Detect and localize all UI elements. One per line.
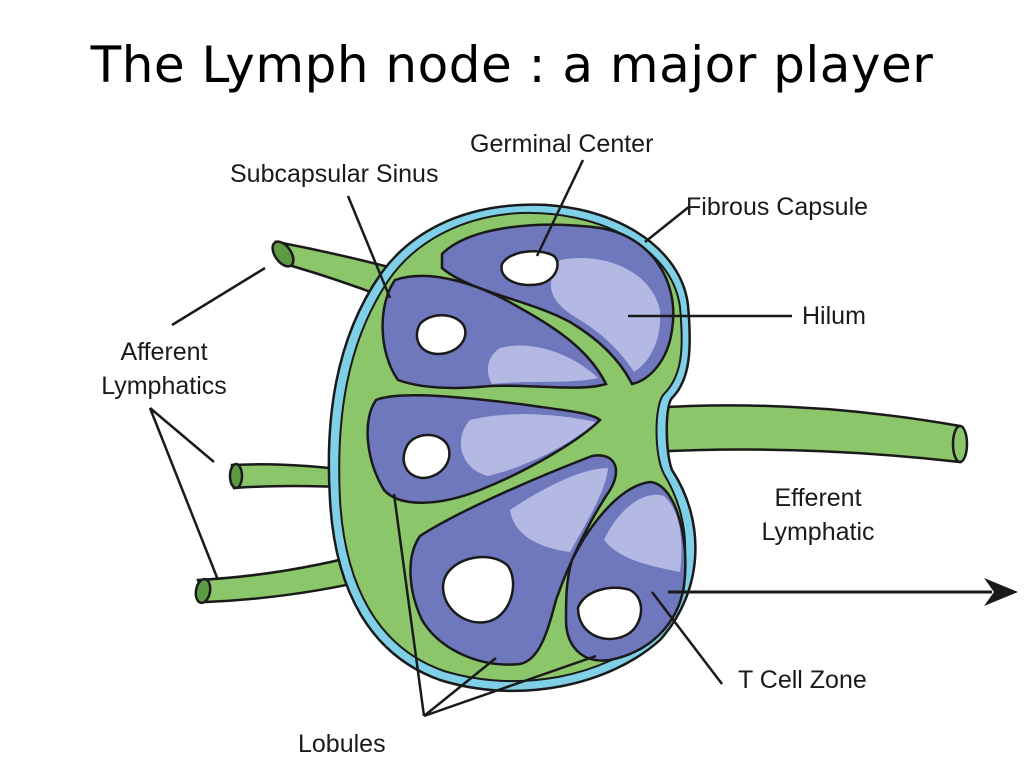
germinal-center-1: [500, 250, 559, 287]
label-afferent-line1: Afferent: [120, 338, 207, 366]
lobule-upper-left: [381, 274, 608, 390]
leader-subcapsular-sinus: [346, 195, 392, 299]
label-afferent-line2: Lymphatics: [101, 372, 227, 400]
label-subcapsular-sinus: Subcapsular Sinus: [230, 160, 438, 188]
germinal-center-5: [576, 586, 643, 641]
lobule-bottom-right: [564, 480, 687, 662]
lobule-middle-left: [366, 394, 602, 504]
leader-afferent-bottom: [148, 407, 220, 581]
lobule-top: [440, 223, 675, 386]
label-germinal-center: Germinal Center: [470, 130, 653, 158]
leader-afferent-top: [171, 266, 266, 327]
slide-title: The Lymph node : a major player: [90, 36, 934, 94]
arrowhead-icon: [984, 578, 1018, 606]
label-efferent-line1: Efferent: [774, 484, 861, 512]
germinal-center-3: [402, 433, 451, 480]
leader-afferent-middle: [149, 407, 215, 463]
label-hilum: Hilum: [802, 302, 866, 330]
label-efferent-line2: Lymphatic: [761, 518, 874, 546]
label-fibrous-capsule: Fibrous Capsule: [686, 193, 868, 221]
leader-fibrous-capsule: [644, 205, 691, 243]
leader-germinal-center: [535, 159, 585, 257]
efferent-arrow: [668, 578, 1018, 606]
leader-lobules-3: [423, 654, 597, 718]
germinal-center-4: [441, 555, 515, 624]
leader-lobules-2: [423, 657, 497, 717]
label-t-cell-zone: T Cell Zone: [738, 666, 867, 694]
leader-t-cell-zone: [651, 591, 723, 685]
leader-lines: [148, 159, 792, 718]
efferent-vessel: [648, 404, 969, 464]
germinal-center-2: [415, 314, 467, 356]
leader-lobules-1: [392, 493, 426, 717]
lobule-bottom-center: [409, 454, 618, 666]
label-lobules: Lobules: [298, 730, 386, 758]
